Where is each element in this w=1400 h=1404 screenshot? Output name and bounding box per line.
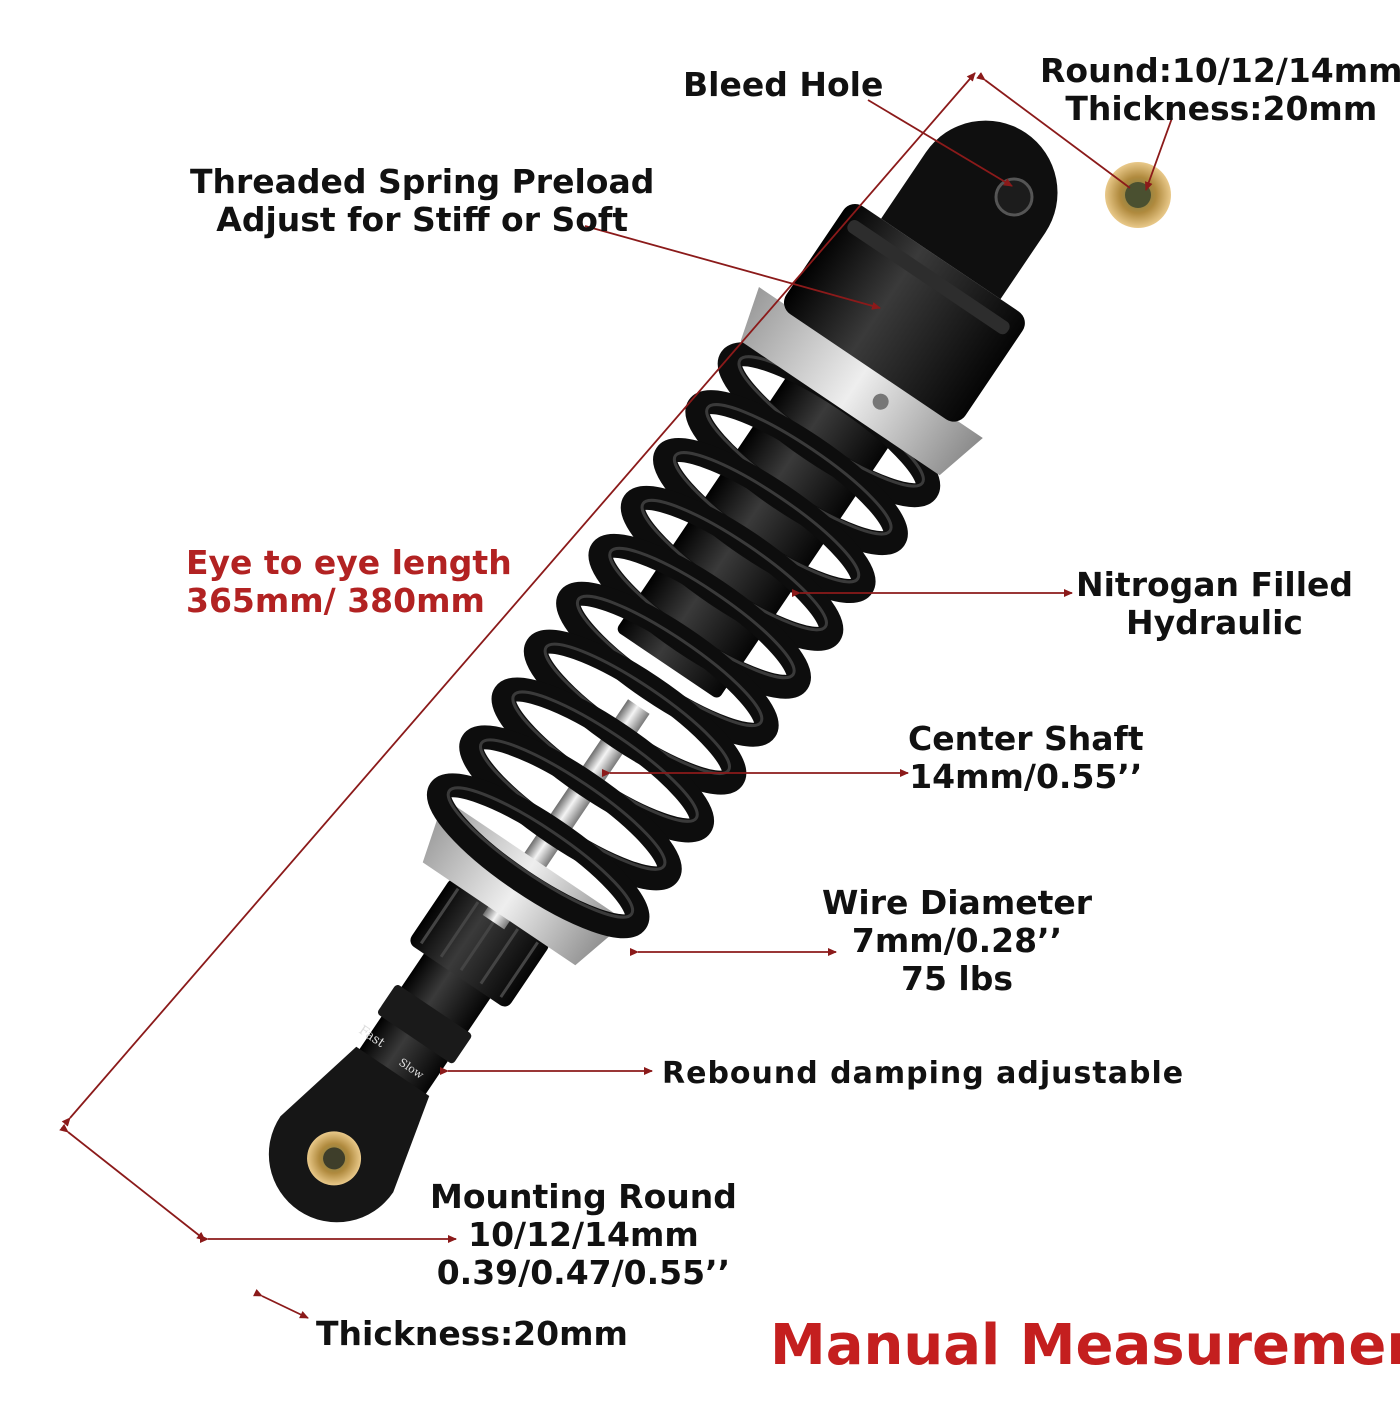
label-center-shaft-line1: Center Shaft [908,719,1144,758]
label-thickness-bottom-text: Thickness:20mm [316,1314,628,1353]
label-wire-line3: 75 lbs [901,958,1014,998]
label-mounting-line1: Mounting Round [430,1177,737,1216]
label-nitrogen-line2: Hydraulic [1126,602,1303,642]
label-preload: Threaded Spring Preload Adjust for Stiff… [190,163,654,239]
label-center-shaft-line2: 14mm/0.55’’ [909,756,1143,796]
label-preload-line2: Adjust for Stiff or Soft [216,199,629,239]
label-mounting-line2: 10/12/14mm [468,1214,699,1254]
label-manual-measurement: Manual Measurement [770,1313,1400,1378]
label-nitrogen-filled: Nitrogan Filled Hydraulic [1076,566,1353,642]
arrow-thickness-bottom [253,1288,309,1319]
callout-arrows [59,72,1173,1319]
coil-spring [426,342,941,939]
label-round-top-line2: Thickness:20mm [1065,88,1378,128]
label-wire-line2: 7mm/0.28’’ [851,920,1063,960]
label-wire-diameter: Wire Diameter 7mm/0.28’’ 75 lbs [822,884,1092,998]
label-round-top-line1: Round:10/12/14mm [1040,51,1400,90]
label-bleed-hole-text: Bleed Hole [683,65,884,104]
label-thickness-bottom: Thickness:20mm [316,1315,628,1353]
label-mounting-line3: 0.39/0.47/0.55’’ [436,1252,731,1292]
label-center-shaft: Center Shaft 14mm/0.55’’ [908,720,1144,796]
shock-body [268,120,1058,1223]
dimension-line-top-extension [976,72,1131,189]
label-rebound-text: Rebound damping adjustable [662,1056,1185,1091]
label-mounting-round: Mounting Round 10/12/14mm 0.39/0.47/0.55… [430,1178,737,1292]
arrow-round-top [1144,117,1173,191]
dimension-line-eye-to-eye [61,72,976,1127]
label-rebound-damping: Rebound damping adjustable [662,1056,1185,1092]
bleed-screw [994,177,1034,217]
label-round-top: Round:10/12/14mm Thickness:20mm [1040,52,1400,128]
label-eye-length-line1: Eye to eye length [186,543,512,582]
label-bleed-hole: Bleed Hole [683,66,883,104]
label-nitrogen-line1: Nitrogan Filled [1076,565,1354,604]
label-manual-text: Manual Measurement [770,1313,1400,1378]
label-eye-length-line2: 365mm/ 380mm [186,580,485,620]
arrow-thickness-bottom-top [59,1123,206,1241]
label-preload-line1: Threaded Spring Preload [190,162,655,201]
label-eye-to-eye-length: Eye to eye length 365mm/ 380mm [186,544,512,620]
label-wire-line1: Wire Diameter [822,883,1093,922]
